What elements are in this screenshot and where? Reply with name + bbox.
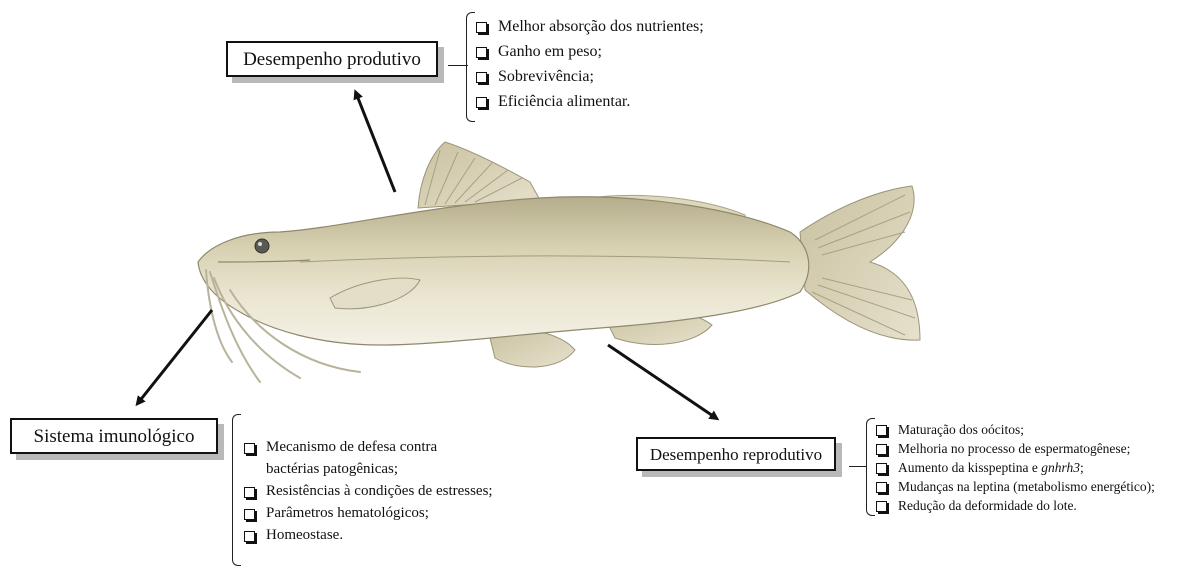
checkbox-icon: [876, 482, 887, 493]
checkbox-icon: [476, 22, 487, 33]
checkbox-icon: [876, 463, 887, 474]
reproductive-list: Maturação dos oócitos; Melhoria no proce…: [876, 420, 1155, 515]
productive-title: Desempenho produtivo: [243, 50, 421, 69]
list-item: Mudanças na leptina (metabolismo energét…: [876, 477, 1155, 496]
list-item: Resistências à condições de estresses;: [244, 480, 493, 502]
list-item: Eficiência alimentar.: [476, 89, 704, 114]
immune-brace: [232, 414, 241, 566]
productive-brace: [466, 12, 475, 122]
checkbox-icon: [244, 443, 255, 454]
reproductive-brace-tick: [849, 466, 867, 467]
list-item: Aumento da kisspeptina e gnhrh3;: [876, 458, 1155, 477]
arrow-to-reproductive: [608, 345, 716, 418]
checkbox-icon: [876, 501, 887, 512]
immune-title: Sistema imunológico: [34, 427, 195, 446]
checkbox-icon: [476, 97, 487, 108]
checkbox-icon: [244, 509, 255, 520]
arrow-to-productive: [356, 93, 395, 192]
checkbox-icon: [476, 47, 487, 58]
list-item: Ganho em peso;: [476, 39, 704, 64]
list-item: Homeostase.: [244, 524, 493, 546]
list-item: Parâmetros hematológicos;: [244, 502, 493, 524]
reproductive-title-box: Desempenho reprodutivo: [636, 437, 836, 471]
productive-brace-tick: [448, 65, 468, 66]
list-item: Melhor absorção dos nutrientes;: [476, 14, 704, 39]
checkbox-icon: [876, 425, 887, 436]
list-item: Melhoria no processo de espermatogênese;: [876, 439, 1155, 458]
list-item: Redução da deformidade do lote.: [876, 496, 1155, 515]
immune-title-box: Sistema imunológico: [10, 418, 218, 454]
productive-title-box: Desempenho produtivo: [226, 41, 438, 77]
reproductive-brace: [866, 418, 875, 516]
checkbox-icon: [244, 487, 255, 498]
checkbox-icon: [476, 72, 487, 83]
list-item: Maturação dos oócitos;: [876, 420, 1155, 439]
productive-list: Melhor absorção dos nutrientes; Ganho em…: [476, 14, 704, 114]
checkbox-icon: [244, 531, 255, 542]
reproductive-title: Desempenho reprodutivo: [650, 446, 822, 463]
list-item: Sobrevivência;: [476, 64, 704, 89]
checkbox-icon: [876, 444, 887, 455]
arrow-to-immune: [138, 310, 212, 403]
